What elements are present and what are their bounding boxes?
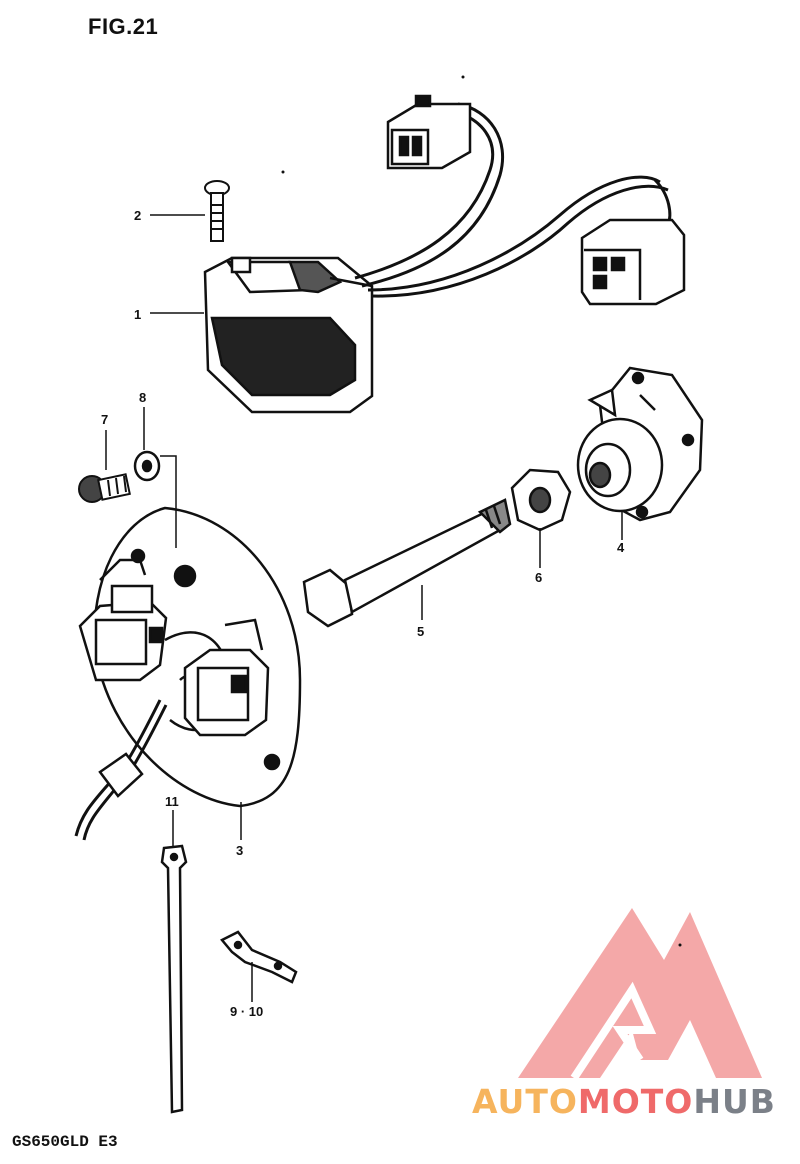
lead-wire-grommet bbox=[98, 752, 144, 798]
watermark-word-moto: MOTO bbox=[577, 1082, 694, 1121]
igniter-unit-part-1 bbox=[203, 256, 374, 414]
screw-part-7 bbox=[78, 473, 131, 503]
screw-part-2 bbox=[204, 180, 230, 242]
watermark-word-hub: HUB bbox=[693, 1082, 776, 1121]
advancer-part-4 bbox=[576, 366, 704, 522]
model-code: GS650GLD E3 bbox=[12, 1133, 118, 1151]
connector-plug-upper bbox=[386, 94, 472, 170]
figure-title: FIG.21 bbox=[88, 14, 159, 39]
scan-speck bbox=[461, 75, 465, 79]
callout-9-10: 9 · 10 bbox=[230, 1004, 263, 1019]
clamp-part-9-10 bbox=[220, 930, 298, 984]
wire-harness bbox=[354, 102, 672, 298]
watermark-word-auto: AUTO bbox=[472, 1082, 578, 1121]
callout-8: 8 bbox=[139, 390, 146, 405]
scan-speck bbox=[678, 943, 682, 947]
cable-tie-part-11 bbox=[160, 844, 188, 1114]
callout-7: 7 bbox=[101, 412, 108, 427]
callout-4: 4 bbox=[617, 540, 625, 555]
callout-11: 11 bbox=[165, 794, 179, 809]
callout-5: 5 bbox=[417, 624, 424, 639]
watermark-text: AUTOMOTOHUB bbox=[472, 1082, 776, 1121]
pickup-coil-right bbox=[183, 618, 270, 737]
scan-speck bbox=[281, 170, 285, 174]
watermark-logo bbox=[518, 908, 762, 1081]
callout-3: 3 bbox=[236, 843, 243, 858]
bolt-part-5 bbox=[302, 498, 512, 628]
nut-part-6 bbox=[510, 468, 572, 532]
callout-6: 6 bbox=[535, 570, 542, 585]
callout-2: 2 bbox=[134, 208, 141, 223]
callout-1: 1 bbox=[134, 307, 141, 322]
pickup-coil-left bbox=[78, 558, 168, 682]
callout-leaders bbox=[105, 214, 623, 1002]
washer-part-8 bbox=[133, 450, 161, 482]
connector-plug-lower bbox=[580, 218, 686, 306]
pickup-lead-wire bbox=[74, 699, 168, 841]
